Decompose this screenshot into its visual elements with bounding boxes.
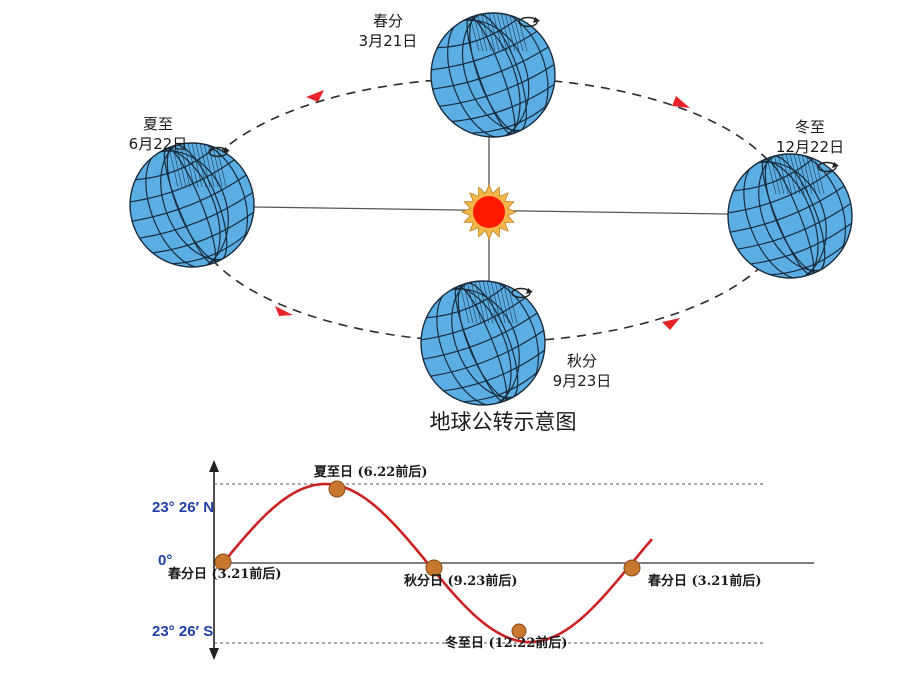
summer-name: 夏至	[143, 115, 173, 133]
globe-shading	[458, 281, 518, 324]
orbit-diagram: 春分 3月21日 夏至 6月22日 秋分 9月23日 冬至 12月22日 地球公…	[122, 10, 853, 434]
earth-winter	[720, 151, 853, 284]
rotation-arrow-icon	[817, 161, 839, 173]
label-spring-start: 春分日 (3.21前后)	[167, 566, 282, 582]
globe-shading	[468, 13, 528, 52]
rotation-arrow-icon	[208, 146, 230, 158]
marker-winter	[511, 623, 527, 639]
sun-core	[473, 196, 505, 228]
marker-autumn	[425, 559, 443, 577]
autumn-name: 秋分	[567, 352, 597, 370]
label-summer: 夏至日 (6.22前后)	[313, 464, 428, 480]
winter-name: 冬至	[795, 118, 825, 136]
globe-shading	[167, 143, 227, 188]
orbit-arrow	[275, 306, 293, 316]
earth-summer	[122, 140, 255, 273]
label-winter: 冬至日 (12.22前后)	[445, 635, 568, 651]
y-axis-arrow-up	[209, 460, 219, 472]
marker-spring-start	[214, 553, 232, 571]
earth-spring	[423, 10, 556, 143]
marker-spring-end	[623, 559, 641, 577]
winter-date: 12月22日	[776, 138, 844, 156]
spring-name: 春分	[373, 12, 403, 30]
orbit-arrow	[662, 318, 680, 330]
spring-date: 3月21日	[359, 32, 418, 50]
lat-north-label: 23° 26′ N	[152, 499, 214, 516]
sun-icon	[461, 184, 517, 240]
rotation-arrow-icon	[518, 16, 540, 28]
subsolar-graph: 23° 26′ N 0° 23° 26′ S 夏至日 (6.22前后) 春分日 …	[152, 460, 814, 660]
lat-equator-label: 0°	[158, 552, 172, 569]
marker-summer	[328, 480, 346, 498]
globe-shading	[765, 154, 825, 195]
summer-date: 6月22日	[129, 135, 188, 153]
orbit-diagram-title: 地球公转示意图	[430, 410, 577, 434]
y-axis-arrow-down	[209, 648, 219, 660]
orbit-direction-arrows	[275, 90, 690, 330]
label-autumn: 秋分日 (9.23前后)	[404, 573, 518, 589]
orbit-arrow	[306, 90, 324, 102]
orbit-arrow	[672, 96, 690, 108]
rotation-arrow-icon	[511, 287, 533, 299]
lat-south-label: 23° 26′ S	[152, 623, 213, 640]
earth-autumn	[413, 278, 546, 411]
autumn-date: 9月23日	[553, 372, 612, 390]
label-spring-end: 春分日 (3.21前后)	[647, 573, 762, 589]
